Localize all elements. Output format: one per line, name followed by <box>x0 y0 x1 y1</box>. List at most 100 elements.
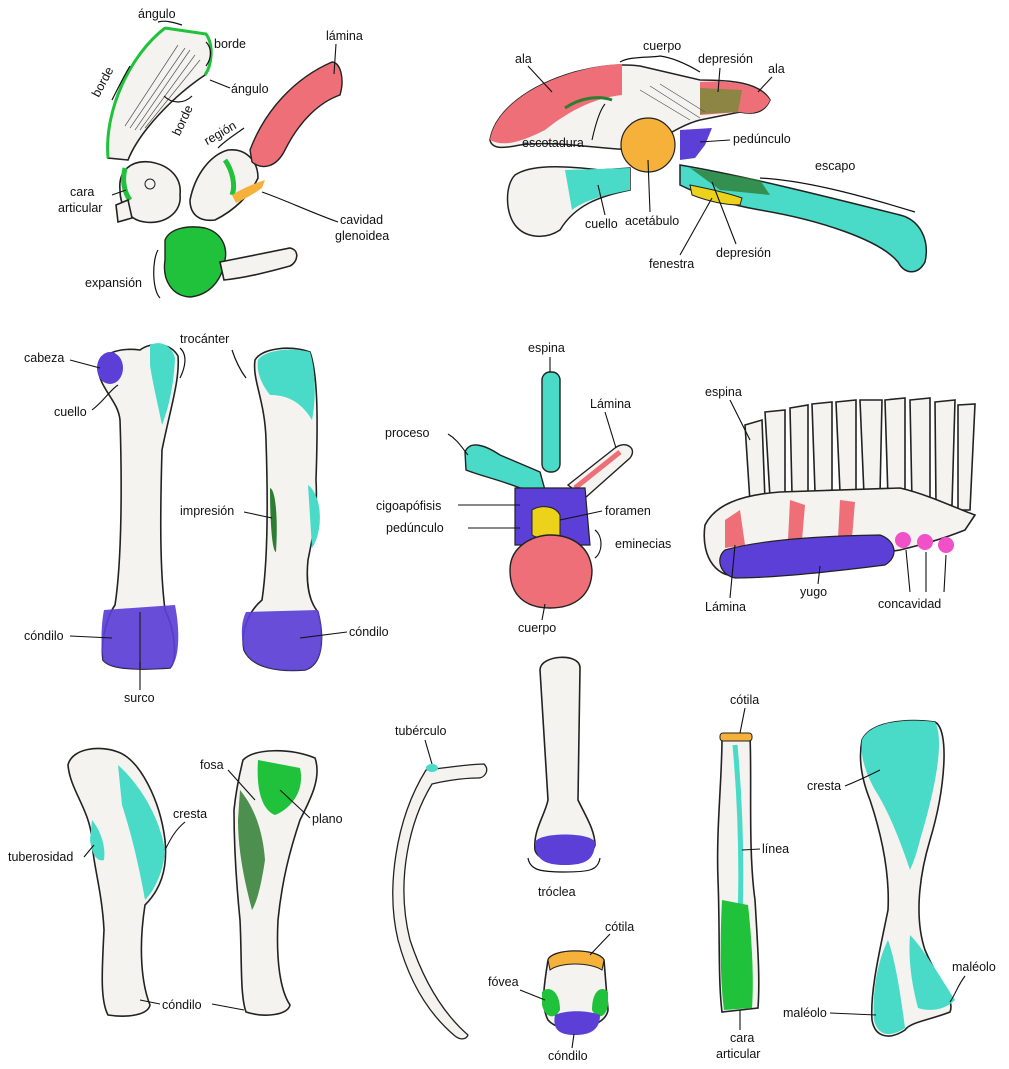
label-fenestra: fenestra <box>649 257 694 271</box>
rib-labels: tubérculo <box>395 724 446 765</box>
fibula-figure <box>716 732 760 1013</box>
brace-region <box>217 127 245 149</box>
spine-6 <box>859 399 883 496</box>
label-espina-sacrum: espina <box>705 385 742 399</box>
rib-bone <box>392 763 488 1040</box>
vertebra-espina <box>541 371 561 473</box>
lead-maleolo-right <box>949 975 966 1003</box>
lamina-sacrum-3 <box>838 500 855 538</box>
label-cotila-fibula: cótila <box>730 693 759 707</box>
spine-9 <box>934 399 956 507</box>
label-cara-articular-2: articular <box>58 201 102 215</box>
label-cresta-humerus: cresta <box>173 807 207 821</box>
lead-impresion <box>243 511 273 519</box>
lead-lamina-sacrum <box>729 544 736 599</box>
label-concavidad: concavidad <box>878 597 941 611</box>
scapula-figure <box>106 26 343 298</box>
label-ala-right: ala <box>768 62 785 76</box>
brace-borde-right <box>205 41 212 67</box>
lead-depresion-bottom <box>711 181 737 245</box>
fovea-right <box>592 989 608 1017</box>
label-angulo-top: ángulo <box>138 7 176 21</box>
lead-cresta-humerus <box>164 821 186 851</box>
fenestra-shape <box>689 184 743 206</box>
femur-labels: cabeza trocánter cuello impresión cóndil… <box>24 332 389 705</box>
label-espina-vert: espina <box>528 341 565 355</box>
lead-condilo-humerus <box>139 999 245 1011</box>
scapula-spur <box>115 198 133 224</box>
lead-proceso <box>447 433 469 456</box>
label-cavidad-2: glenoidea <box>335 229 389 243</box>
pelvis-labels: ala cuerpo depresión ala escotadura pedú… <box>515 39 916 271</box>
label-troclea: tróclea <box>538 885 576 899</box>
label-acetabulo: acetábulo <box>625 214 679 228</box>
lead-cuerpo-vert <box>541 603 546 621</box>
tuberosidad-shape <box>90 820 105 861</box>
scapula-border-green-top <box>164 26 213 76</box>
label-pedunculo-vert: pedúnculo <box>386 521 444 535</box>
label-cresta-tibia: cresta <box>807 779 841 793</box>
lead-tuberosidad <box>83 844 95 858</box>
region-green <box>222 158 237 196</box>
cotila-fibula-shape <box>719 732 753 742</box>
cara-articular-fibula-shape <box>720 900 753 1010</box>
spine-8 <box>909 397 931 503</box>
brace-trocanter-right <box>231 349 247 379</box>
condilo-phalanx-shape <box>554 1011 600 1035</box>
label-lamina-sacrum: Lámina <box>705 600 746 614</box>
label-tuberculo: tubérculo <box>395 724 446 738</box>
label-region: región <box>202 118 239 148</box>
impresion-shape <box>270 488 277 552</box>
femur-figure-right <box>241 347 323 672</box>
label-fosa: fosa <box>200 758 224 772</box>
label-fovea: fóvea <box>488 975 519 989</box>
lead-fosa <box>227 769 256 801</box>
label-maleolo-right: maléolo <box>952 960 996 974</box>
lead-cara-articular <box>111 189 127 196</box>
lead-condilo-phalanx <box>571 1033 575 1049</box>
cara-articular-shape <box>121 167 133 202</box>
label-expansion: expansión <box>85 276 142 290</box>
troclea-shape <box>535 834 595 865</box>
lead-lamina-vert <box>604 411 617 449</box>
label-escotadura: escotadura <box>522 136 584 150</box>
escotadura-shape <box>564 96 613 110</box>
condilo-right-shape <box>241 610 322 671</box>
coracoid-process <box>219 247 298 281</box>
pelvis-hatching <box>639 83 706 121</box>
pedunculo-shape <box>680 128 712 160</box>
label-condilo-left: cóndilo <box>24 629 64 643</box>
foramen-shape <box>531 506 561 540</box>
tibia-figure <box>859 719 955 1037</box>
cuerpo-shape <box>509 534 593 609</box>
lamina-shape <box>249 61 343 168</box>
lead-fenestra <box>679 197 713 256</box>
linea-shape <box>732 744 744 921</box>
scapula-hatching <box>124 44 201 131</box>
label-lamina: lámina <box>326 29 363 43</box>
cuello-shape <box>565 168 630 210</box>
lead-cotila-fibula <box>739 707 746 734</box>
femur-figure-left <box>97 343 180 670</box>
label-ala-left: ala <box>515 52 532 66</box>
lead-acetabulo <box>647 159 651 213</box>
expansion-shape <box>163 226 227 298</box>
scapula-foramen <box>144 178 156 190</box>
lamina-right-red <box>573 450 622 490</box>
label-condilo-right: cóndilo <box>349 625 389 639</box>
spine-10 <box>957 403 976 511</box>
label-cotila-phalanx: cótila <box>605 920 634 934</box>
sacrum-figure <box>703 397 977 579</box>
tuberculo-shape <box>426 764 438 772</box>
depresion-bottom-dark <box>690 168 770 195</box>
label-cara-fibula-1: cara <box>730 1031 754 1045</box>
phalanx-labels: cótila fóvea cóndilo <box>488 920 634 1063</box>
phalanx-figure <box>542 950 609 1035</box>
brace-eminecias <box>594 529 602 559</box>
brace-borde-bottom <box>163 95 193 103</box>
label-borde-right: borde <box>214 37 246 51</box>
spine-3 <box>789 404 809 495</box>
lead-tuberculo <box>424 739 433 765</box>
concavidad-3 <box>938 537 954 553</box>
